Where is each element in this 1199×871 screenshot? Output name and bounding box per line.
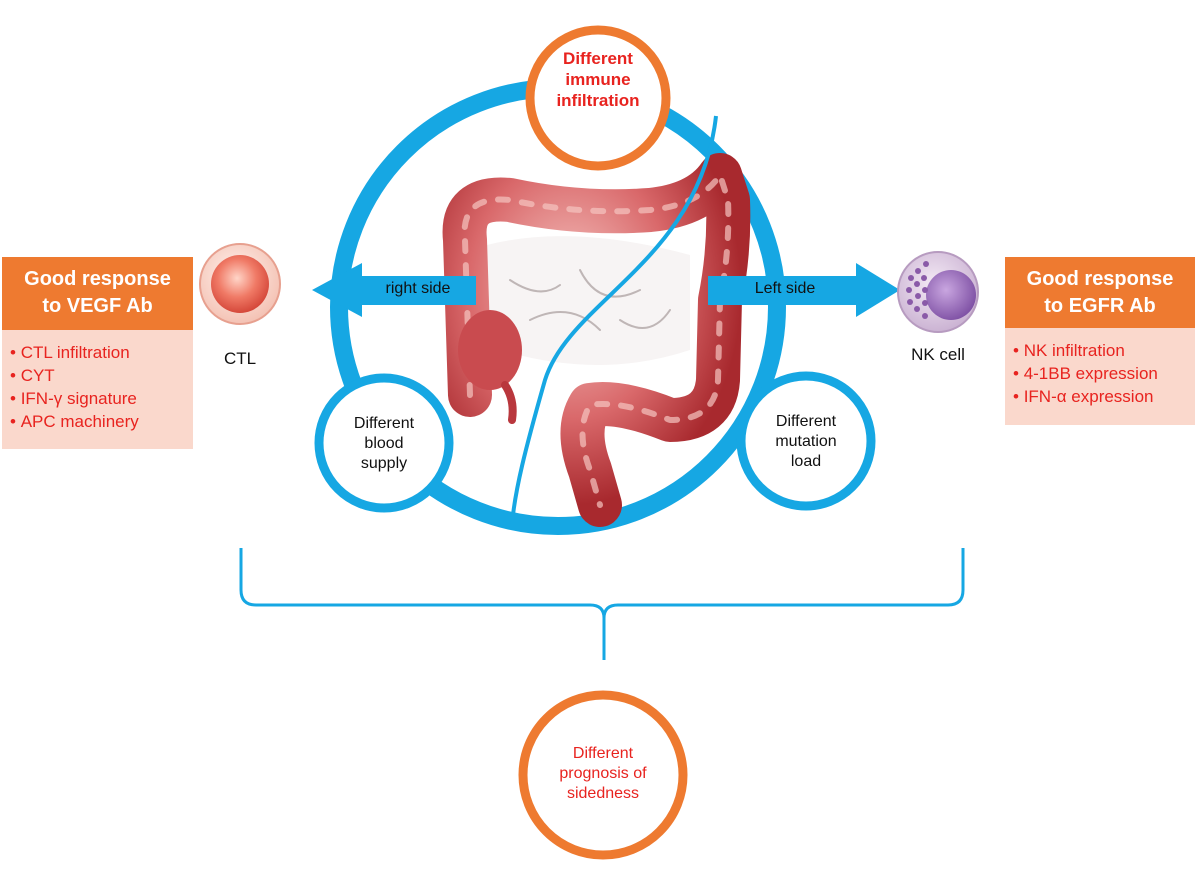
left-circle — [314, 373, 454, 513]
circle-line: supply — [360, 455, 408, 472]
right-box-title-line1: Good response — [1026, 268, 1174, 290]
right-box-header: Good response to EGFR Ab — [1005, 257, 1195, 328]
right-box-title-line2: to EGFR Ab — [1044, 295, 1156, 317]
list-item: CYT — [10, 364, 193, 387]
right-box-list: NK infiltration 4-1BB expression IFN-α e… — [1013, 339, 1195, 408]
top-circle — [525, 25, 671, 171]
circle-line: prognosis of — [559, 765, 647, 782]
right-side-label: right side — [385, 280, 451, 297]
list-item: IFN-γ signature — [10, 387, 193, 410]
mutation-load-text: Different mutation load — [756, 412, 856, 472]
ctl-label: CTL — [223, 349, 257, 368]
circle-line: infiltration — [556, 91, 640, 110]
right-circle — [736, 371, 876, 511]
list-item: 4-1BB expression — [1013, 362, 1195, 385]
right-box-body: NK infiltration 4-1BB expression IFN-α e… — [1005, 328, 1195, 425]
nk-cell-icon — [897, 251, 979, 333]
prognosis-text: Different prognosis of sidedness — [538, 744, 668, 804]
ctl-cell-icon — [199, 243, 281, 325]
list-item: CTL infiltration — [10, 341, 193, 364]
circle-line: blood — [364, 435, 404, 452]
circle-line: Different — [353, 415, 415, 432]
bottom-bracket — [239, 548, 965, 660]
blood-supply-text: Different blood supply — [334, 414, 434, 474]
circle-line: Different — [563, 49, 633, 68]
colon-illustration — [442, 153, 751, 527]
immune-infiltration-text: Different immune infiltration — [535, 48, 661, 111]
list-item: APC machinery — [10, 410, 193, 433]
circle-line: Different — [775, 413, 837, 430]
list-item: NK infiltration — [1013, 339, 1195, 362]
divider-curve — [510, 115, 718, 525]
circle-line: immune — [565, 70, 631, 89]
circle-line: sidedness — [566, 785, 640, 802]
bottom-circle — [518, 690, 688, 860]
circle-line: Different — [572, 745, 634, 762]
left-box-title-line2: to VEGF Ab — [42, 295, 153, 317]
circle-line: mutation — [775, 433, 837, 450]
list-item: IFN-α expression — [1013, 385, 1195, 408]
circle-line: load — [790, 453, 822, 470]
left-box-body: CTL infiltration CYT IFN-γ signature APC… — [2, 330, 193, 449]
left-box-title-line1: Good response — [24, 268, 171, 290]
nk-cell-label: NK cell — [911, 345, 965, 364]
right-arrow — [708, 263, 900, 317]
left-box-list: CTL infiltration CYT IFN-γ signature APC… — [10, 341, 193, 433]
left-arrow — [312, 263, 476, 317]
left-box-header: Good response to VEGF Ab — [2, 257, 193, 330]
left-side-label: Left side — [754, 280, 816, 297]
